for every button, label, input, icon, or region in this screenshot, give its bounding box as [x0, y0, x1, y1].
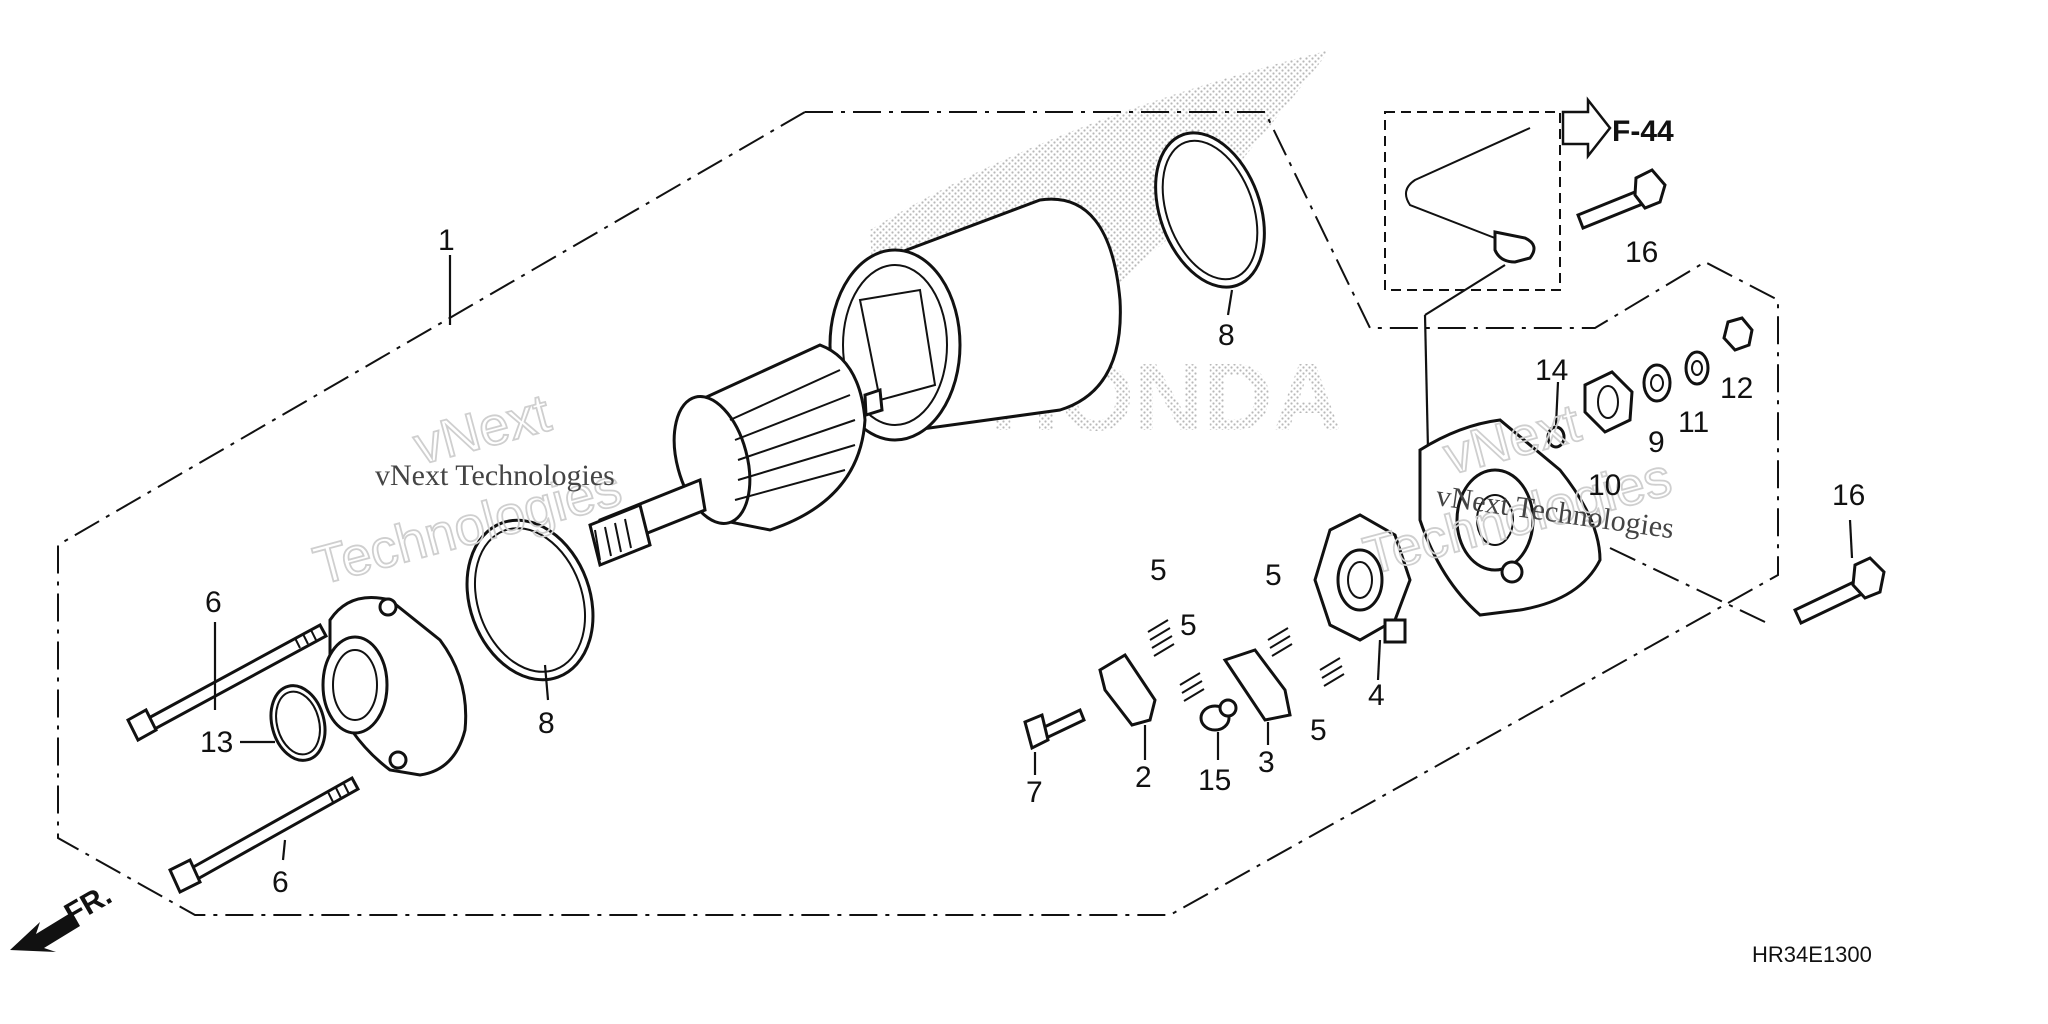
- screw-7: [1023, 707, 1086, 751]
- spring-5-c: [1267, 627, 1293, 657]
- spring-5-a: [1147, 619, 1175, 657]
- label-part-5-d: 5: [1310, 714, 1327, 747]
- label-part-13: 13: [200, 726, 233, 759]
- brush-2: [1098, 652, 1157, 727]
- o-ring-8-top: [1154, 131, 1266, 289]
- label-part-5-a: 5: [1150, 554, 1167, 587]
- spring-5-b: [1179, 672, 1205, 702]
- assembly-outline: [57, 111, 1779, 916]
- front-arrow: FR.: [10, 878, 117, 952]
- label-part-8-top: 8: [1218, 319, 1235, 352]
- label-part-1: 1: [438, 224, 455, 257]
- bolt-6-bottom: [168, 775, 361, 895]
- label-part-4: 4: [1368, 679, 1385, 712]
- yoke-housing: [828, 197, 1122, 442]
- label-part-7: 7: [1026, 776, 1043, 809]
- label-part-8-bottom: 8: [538, 707, 555, 740]
- label-part-10: 10: [1588, 469, 1621, 502]
- o-ring-8-bottom: [465, 518, 595, 682]
- label-part-11: 11: [1678, 406, 1709, 439]
- bolt-6-top: [126, 622, 329, 743]
- label-part-5-b: 5: [1180, 609, 1197, 642]
- label-part-6-top: 6: [205, 586, 222, 619]
- cable-box: [1384, 111, 1561, 451]
- label-part-16-right: 16: [1832, 479, 1865, 512]
- label-part-6-bottom: 6: [272, 866, 289, 899]
- front-cover: [321, 596, 468, 777]
- part-labels: 1 8 8 6 6 13 4 2 3 7 15 5 5 5 5 14 10 9 …: [200, 224, 1865, 899]
- screw-15: [1199, 698, 1238, 732]
- ref-arrow-f44: F-44: [1561, 96, 1674, 160]
- label-part-14: 14: [1535, 354, 1568, 387]
- brush-holder-4: [1313, 513, 1412, 644]
- armature: [588, 343, 884, 568]
- terminal-hardware: [1546, 316, 1754, 449]
- label-part-16-top: 16: [1625, 236, 1658, 269]
- label-part-9: 9: [1648, 426, 1665, 459]
- label-part-15: 15: [1198, 764, 1231, 797]
- bolt-16-top: [1576, 168, 1667, 230]
- leader-lines: [213, 255, 1854, 861]
- bolt-16-right: [1793, 556, 1886, 626]
- spring-5-d: [1319, 657, 1345, 687]
- label-part-3: 3: [1258, 746, 1275, 779]
- watermark-left-small: vNext Technologies: [375, 459, 615, 492]
- label-part-2: 2: [1135, 761, 1152, 794]
- diagram-code: HR34E1300: [1752, 942, 1872, 967]
- o-ring-13: [269, 684, 327, 762]
- label-part-5-c: 5: [1265, 559, 1282, 592]
- brush-3: [1222, 648, 1292, 722]
- label-part-12: 12: [1720, 372, 1753, 405]
- ref-arrow-label: F-44: [1612, 115, 1674, 148]
- rear-cover: [1418, 418, 1602, 617]
